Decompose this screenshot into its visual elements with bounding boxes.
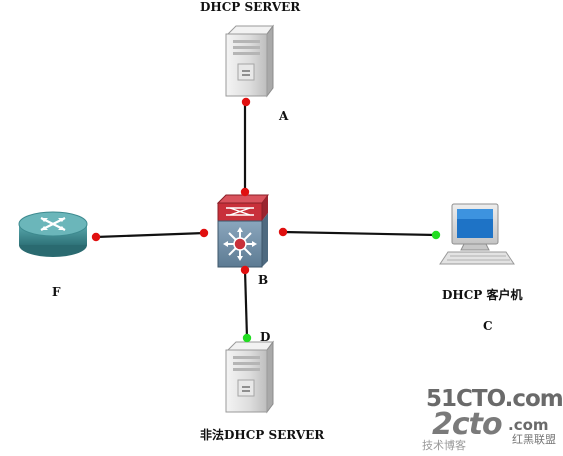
port-dot-switch-top (240, 187, 250, 197)
link-switch-rogue-server (243, 269, 249, 339)
port-dots (91, 97, 441, 343)
port-label-c: C (483, 319, 493, 333)
layer3-switch-icon[interactable] (216, 194, 269, 268)
dhcp-server-label: DHCP SERVER (200, 0, 301, 14)
watermark: 51CTO.com 2cto .com 技术博客 红黑联盟 (420, 386, 563, 454)
port-label-a: A (279, 109, 289, 123)
rogue-dhcp-server-label: 非法DHCP SERVER (200, 428, 325, 442)
dhcp-server-icon[interactable] (225, 24, 274, 98)
port-dot-switch-left (199, 228, 209, 238)
link-switch-client (282, 230, 437, 237)
router-icon[interactable] (18, 211, 88, 257)
port-dot-switch-right (278, 227, 288, 237)
watermark-2cto-com: .com (508, 416, 549, 434)
client-computer-icon[interactable] (439, 203, 515, 265)
links (95, 103, 437, 339)
switch-label-b: B (258, 273, 269, 287)
port-dot-client (431, 230, 441, 240)
watermark-tech-blog: 技术博客 (422, 439, 466, 452)
port-dot-switch-bottom (240, 265, 250, 275)
watermark-2cto: 2cto (432, 407, 503, 442)
client-label: DHCP 客户机 (442, 288, 523, 302)
port-dot-rogue-server (242, 333, 252, 343)
port-label-d: D (260, 330, 271, 344)
port-dot-router (91, 232, 101, 242)
watermark-51cto: 51CTO.com (426, 386, 563, 412)
link-switch-router (95, 231, 206, 239)
router-label-f: F (52, 285, 61, 299)
rogue-dhcp-server-icon[interactable] (225, 340, 274, 414)
port-dot-dhcp-server (241, 97, 251, 107)
watermark-alliance: 红黑联盟 (512, 433, 556, 446)
